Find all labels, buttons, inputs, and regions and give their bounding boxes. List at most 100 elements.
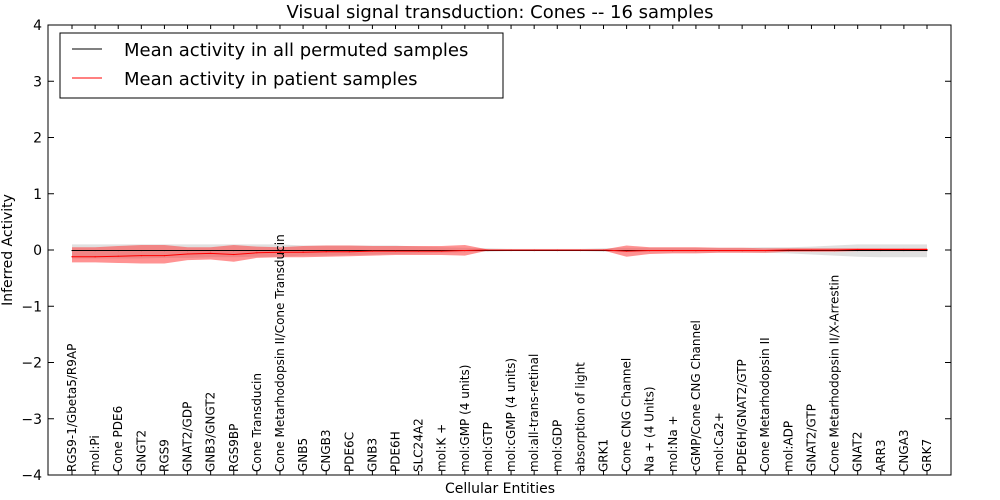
point-series-0 bbox=[210, 249, 212, 252]
point-series-0 bbox=[857, 249, 859, 252]
point-series-1 bbox=[348, 251, 350, 253]
legend-label-permuted: Mean activity in all permuted samples bbox=[124, 40, 468, 61]
x-tick-label: mol:Na + bbox=[666, 415, 680, 472]
point-series-1 bbox=[325, 251, 327, 253]
point-series-0 bbox=[325, 249, 327, 252]
y-tick-label: 0 bbox=[33, 243, 42, 259]
x-tick-label: mol:GMP (4 units) bbox=[458, 365, 472, 472]
point-series-0 bbox=[140, 249, 142, 252]
x-tick-label: PDE6C bbox=[342, 432, 356, 472]
point-series-1 bbox=[533, 249, 535, 251]
point-series-1 bbox=[764, 249, 766, 252]
x-tick-label: mol:K + bbox=[435, 424, 449, 472]
x-tick-label: CNGA3 bbox=[897, 430, 911, 473]
y-tick-label: 2 bbox=[33, 131, 42, 147]
x-tick-label: GNB3 bbox=[365, 438, 379, 472]
x-tick-label: GNGT2 bbox=[134, 430, 148, 472]
x-tick-label: mol:Pi bbox=[88, 435, 102, 472]
plot-frame bbox=[47, 24, 952, 476]
legend-box bbox=[59, 32, 504, 99]
x-tick-label: RGS9 bbox=[157, 439, 171, 472]
x-tick-label: GRK1 bbox=[596, 439, 610, 472]
x-tick-label: Cone Metarhodopsin II bbox=[758, 337, 772, 472]
x-tick-label: mol:all-trans-retinal bbox=[527, 354, 541, 472]
x-tick-label: SLC24A2 bbox=[412, 418, 426, 472]
point-series-1 bbox=[418, 250, 420, 252]
chart-title: Visual signal transduction: Cones -- 16 … bbox=[286, 2, 713, 23]
y-tick-label: −2 bbox=[21, 356, 42, 372]
y-tick-label: −3 bbox=[21, 412, 42, 428]
x-tick-label: mol:cGMP (4 units) bbox=[504, 358, 518, 472]
legend-label-patient: Mean activity in patient samples bbox=[124, 69, 418, 90]
x-tick-label: PDE6H/GNAT2/GTP bbox=[735, 359, 749, 472]
point-series-0 bbox=[302, 249, 304, 252]
x-tick-label: mol:GTP bbox=[481, 422, 495, 472]
x-tick-label: Cone CNG Channel bbox=[620, 358, 634, 472]
point-series-1 bbox=[140, 255, 142, 257]
point-series-0 bbox=[880, 249, 882, 252]
point-series-1 bbox=[441, 250, 443, 252]
x-tick-label: mol:ADP bbox=[781, 421, 795, 472]
point-series-1 bbox=[880, 248, 882, 251]
point-series-1 bbox=[487, 249, 489, 251]
point-series-1 bbox=[71, 256, 73, 258]
point-series-1 bbox=[556, 249, 558, 251]
point-series-1 bbox=[833, 249, 836, 251]
point-series-1 bbox=[718, 249, 720, 252]
x-tick-label: PDE6H bbox=[389, 431, 403, 472]
point-series-1 bbox=[903, 248, 905, 251]
y-tick-label: 4 bbox=[33, 18, 42, 34]
point-series-1 bbox=[394, 250, 397, 252]
point-series-0 bbox=[233, 249, 235, 252]
x-axis-label: Cellular Entities bbox=[445, 481, 555, 497]
point-series-1 bbox=[602, 249, 605, 251]
point-series-0 bbox=[903, 249, 905, 252]
point-series-0 bbox=[117, 249, 119, 252]
point-series-0 bbox=[186, 249, 189, 252]
x-tick-label: mol:Ca2+ bbox=[712, 412, 726, 472]
point-series-1 bbox=[256, 252, 258, 254]
point-series-1 bbox=[625, 250, 628, 252]
point-series-1 bbox=[233, 253, 235, 256]
point-series-1 bbox=[186, 253, 189, 255]
x-tick-label: mol:GDP bbox=[550, 420, 564, 472]
point-series-1 bbox=[857, 248, 859, 251]
point-series-1 bbox=[163, 255, 166, 257]
point-series-0 bbox=[94, 249, 96, 252]
x-tick-label: Cone Metarhodopsin II/Cone Transducin bbox=[273, 234, 287, 472]
legend: Mean activity in all permuted samples Me… bbox=[59, 32, 504, 99]
y-tick-label: 1 bbox=[33, 187, 42, 203]
y-axis-label: Inferred Activity bbox=[0, 194, 16, 306]
x-tick-label: GRK7 bbox=[920, 439, 934, 472]
series-lines bbox=[71, 248, 928, 258]
confidence-bands bbox=[72, 244, 927, 264]
point-series-1 bbox=[787, 249, 789, 251]
x-tick-label: GNB3/GNGT2 bbox=[204, 392, 218, 472]
point-series-1 bbox=[371, 250, 374, 252]
x-tick-label: GNAT2/GDP bbox=[181, 402, 195, 472]
point-series-1 bbox=[210, 252, 212, 254]
point-series-1 bbox=[672, 249, 674, 252]
point-series-1 bbox=[117, 255, 119, 257]
x-tick-label: RGS9BP bbox=[227, 424, 241, 472]
x-tick-label: Cone PDE6 bbox=[111, 406, 125, 472]
point-series-1 bbox=[810, 249, 813, 251]
point-series-0 bbox=[256, 249, 258, 252]
point-series-1 bbox=[510, 249, 512, 251]
x-tick-label: ARR3 bbox=[874, 439, 888, 472]
point-series-1 bbox=[94, 256, 96, 258]
y-tick-label: −4 bbox=[21, 468, 42, 484]
y-tick-label: 3 bbox=[33, 74, 42, 90]
point-series-1 bbox=[695, 249, 697, 252]
point-series-1 bbox=[926, 248, 928, 251]
point-series-1 bbox=[464, 249, 466, 252]
x-tick-label: Cone Transducin bbox=[250, 373, 264, 472]
point-series-1 bbox=[279, 251, 281, 253]
point-series-1 bbox=[649, 249, 651, 252]
line-series-1 bbox=[72, 248, 927, 258]
point-series-0 bbox=[163, 249, 166, 252]
x-tick-label: absorption of light bbox=[573, 362, 587, 472]
